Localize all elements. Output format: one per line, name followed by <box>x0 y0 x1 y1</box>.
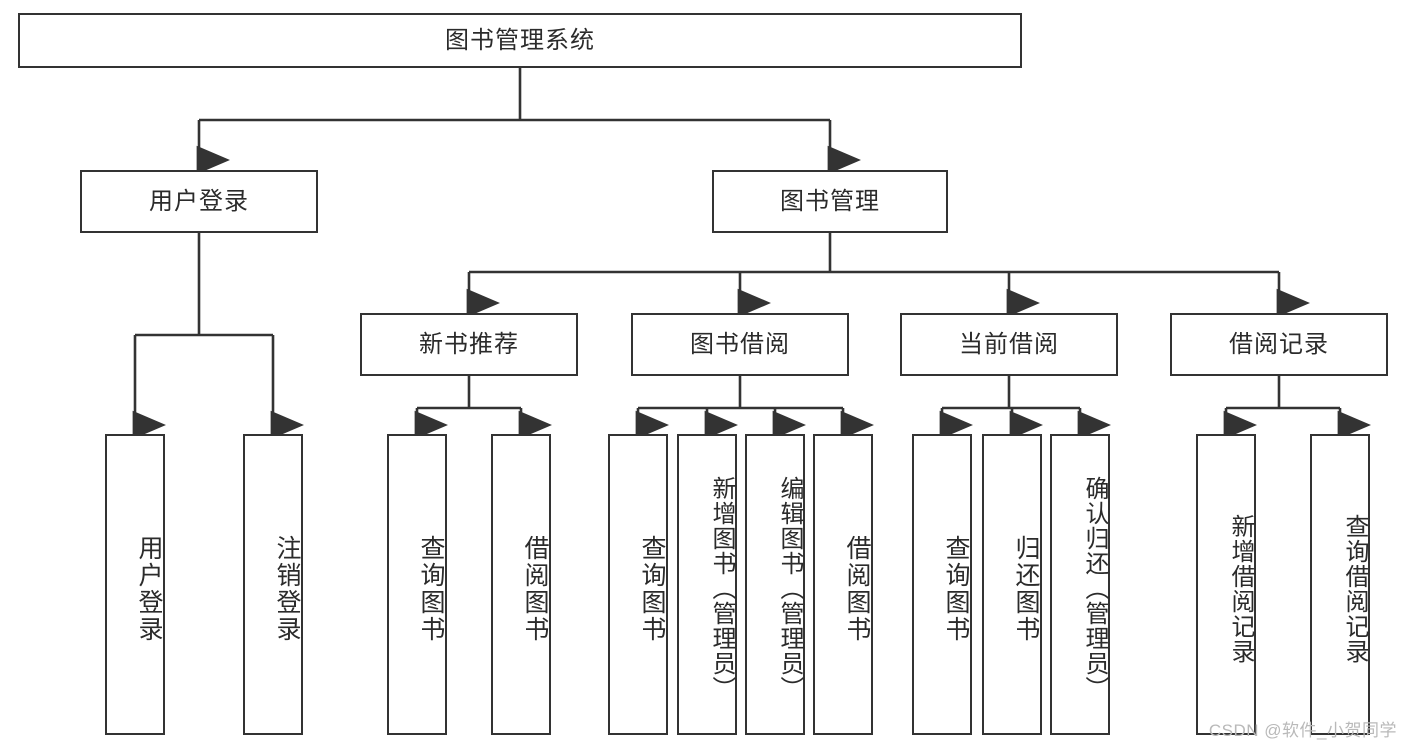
node-current-borrow[interactable]: 当前借阅 <box>900 313 1118 376</box>
node-borrow-record[interactable]: 借阅记录 <box>1170 313 1388 376</box>
leaf-borrow-book[interactable]: 借阅图书 <box>813 434 873 735</box>
leaf-query-borrow-record[interactable]: 查询借阅记录 <box>1310 434 1370 735</box>
csdn-watermark: CSDN @软件_小贺同学 <box>1208 721 1397 740</box>
node-new-book-recommend[interactable]: 新书推荐 <box>360 313 578 376</box>
leaf-add-book-admin[interactable]: 新增图书（管理员） <box>677 434 737 735</box>
node-root-library-system[interactable]: 图书管理系统 <box>18 13 1022 68</box>
leaf-return-book[interactable]: 归还图书 <box>982 434 1042 735</box>
leaf-borrow-book-newbook[interactable]: 借阅图书 <box>491 434 551 735</box>
node-book-borrow[interactable]: 图书借阅 <box>631 313 849 376</box>
node-book-management[interactable]: 图书管理 <box>712 170 948 233</box>
leaf-user-login[interactable]: 用户登录 <box>105 434 165 735</box>
leaf-confirm-return-admin[interactable]: 确认归还（管理员） <box>1050 434 1110 735</box>
leaf-edit-book-admin[interactable]: 编辑图书（管理员） <box>745 434 805 735</box>
leaf-add-borrow-record[interactable]: 新增借阅记录 <box>1196 434 1256 735</box>
leaf-query-book-newbook[interactable]: 查询图书 <box>387 434 447 735</box>
leaf-user-logout[interactable]: 注销登录 <box>243 434 303 735</box>
node-user-login[interactable]: 用户登录 <box>80 170 318 233</box>
leaf-query-book-current[interactable]: 查询图书 <box>912 434 972 735</box>
leaf-query-book-borrow[interactable]: 查询图书 <box>608 434 668 735</box>
